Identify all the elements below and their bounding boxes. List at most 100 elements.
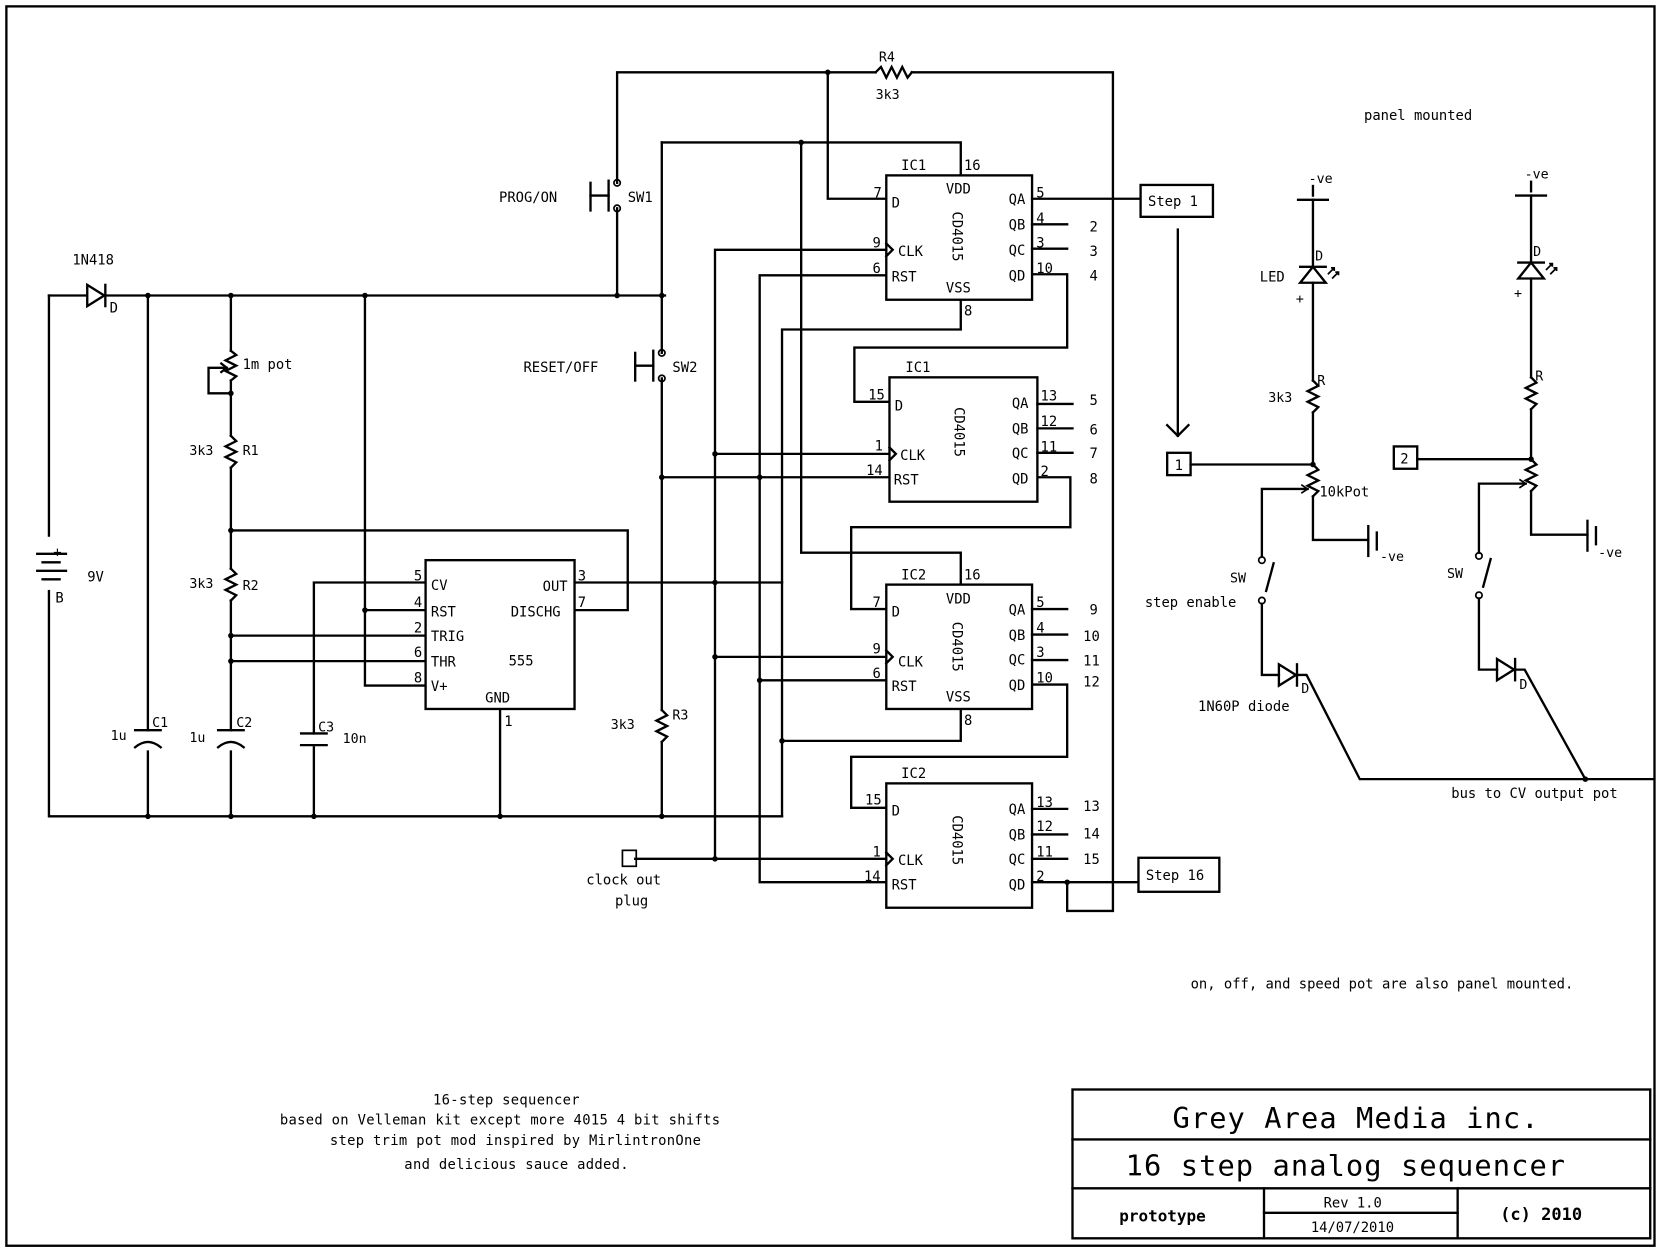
resistor-r3-icon xyxy=(653,708,670,744)
pin-number: 6 xyxy=(414,645,422,661)
resistor-r4-icon xyxy=(873,64,914,81)
pin-name: VSS xyxy=(946,280,971,296)
step-16-box xyxy=(1137,856,1221,893)
pin-number: 12 xyxy=(1041,414,1058,430)
led-ref: D xyxy=(1533,245,1541,260)
pin-name: QD xyxy=(1009,678,1026,694)
pin-number: 8 xyxy=(414,670,422,686)
pin-name: QB xyxy=(1009,628,1026,644)
step-number: 14 xyxy=(1083,827,1100,843)
led-icon xyxy=(1297,264,1340,284)
diode-icon xyxy=(1495,656,1517,683)
clock-out-label-2: plug xyxy=(615,894,648,910)
r1-ref: R1 xyxy=(243,444,259,459)
copyright-label: (c) 2010 xyxy=(1500,1205,1582,1225)
pin-number: 8 xyxy=(964,304,972,320)
pin-number: 13 xyxy=(1041,389,1058,405)
step-number: 6 xyxy=(1090,423,1098,439)
c3-ref: C3 xyxy=(318,720,334,735)
ic-ref: IC2 xyxy=(901,766,926,782)
switch-ref: SW xyxy=(1447,567,1463,582)
pin-name: VDD xyxy=(946,592,971,608)
pin-number: 5 xyxy=(1036,595,1044,611)
led-icon xyxy=(1515,260,1558,280)
timer-part: 555 xyxy=(509,653,534,669)
pin-number: 9 xyxy=(872,642,880,658)
diode-name: 1N418 xyxy=(72,253,114,269)
ic-ref: IC1 xyxy=(905,360,930,376)
pin-name: QC xyxy=(1012,446,1029,462)
sw2-ref: SW2 xyxy=(672,360,697,376)
step-1-box xyxy=(1139,183,1215,219)
pin-number: 1 xyxy=(872,845,880,861)
r3-value: 3k3 xyxy=(611,718,635,733)
pin-name: QA xyxy=(1009,192,1026,208)
revision-label: Rev 1.0 xyxy=(1324,1195,1382,1211)
pin-name: THR xyxy=(431,654,457,670)
c1-ref: C1 xyxy=(152,716,168,731)
capacitor-c1-icon xyxy=(133,729,163,749)
resistor-icon xyxy=(1305,378,1321,415)
description-line: and delicious sauce added. xyxy=(404,1157,629,1173)
clock-out-label: clock out xyxy=(586,872,661,888)
pin-number: 6 xyxy=(872,666,880,682)
shift-register-4: IC2 CD4015 15 D 1 CLK 14 RST QA 13 13 QB… xyxy=(864,766,1138,909)
pot-label: 1m pot xyxy=(243,357,293,373)
potentiometer-icon xyxy=(1260,462,1321,558)
neg-label: -ve xyxy=(1309,172,1333,187)
pin-name: TRIG xyxy=(431,629,464,645)
step-number: 4 xyxy=(1090,269,1098,285)
gnd-label: -ve xyxy=(1380,550,1404,565)
pin-number: 14 xyxy=(866,463,883,479)
bus-label: bus to CV output pot xyxy=(1451,786,1617,802)
ic-part: CD4015 xyxy=(948,212,964,262)
led-plus: + xyxy=(1296,292,1304,307)
pin-number: 11 xyxy=(1036,845,1053,861)
resistor-r1-icon xyxy=(222,434,239,470)
ic-part: CD4015 xyxy=(948,622,964,672)
diode-type-label: 1N60P diode xyxy=(1198,699,1290,715)
panel-note: on, off, and speed pot are also panel mo… xyxy=(1191,977,1574,993)
pin-name: VDD xyxy=(946,181,971,197)
pin-number: 3 xyxy=(578,568,586,584)
pin-name: D xyxy=(892,195,900,211)
power-section: 1N418 D + 9V B C1 1u 1m pot xyxy=(36,253,784,820)
drawing-border xyxy=(5,5,1656,1247)
shift-register-2: IC1 CD4015 15 D 1 CLK 14 RST QA 13 5 QB … xyxy=(866,360,1098,503)
step-number: 10 xyxy=(1083,629,1100,645)
pin-number: 14 xyxy=(864,869,881,885)
step-16-label: Step 16 xyxy=(1146,868,1204,884)
description-line: based on Velleman kit except more 4015 4… xyxy=(280,1113,721,1129)
pin-number: 4 xyxy=(414,595,422,611)
diode-icon xyxy=(86,282,107,309)
pin-name: QA xyxy=(1012,396,1029,412)
step-number: 2 xyxy=(1090,220,1098,236)
step-number: 11 xyxy=(1083,653,1100,669)
pin-number: 3 xyxy=(1036,645,1044,661)
project-title: 16 step analog sequencer xyxy=(1126,1149,1566,1183)
pin-number: 9 xyxy=(872,236,880,252)
step-number: 7 xyxy=(1090,446,1098,462)
capacitor-c3-icon xyxy=(299,732,328,747)
pin-name: QD xyxy=(1009,878,1026,894)
pin-name: QB xyxy=(1012,422,1029,438)
pin-number: 13 xyxy=(1036,795,1053,811)
pin-number: 5 xyxy=(414,568,422,584)
pin-name: V+ xyxy=(431,679,448,695)
push-button-sw1-icon xyxy=(589,178,622,213)
pin-name: CLK xyxy=(900,448,926,464)
step-index-box xyxy=(1392,445,1419,470)
led-plus: + xyxy=(1514,287,1522,302)
ic-part: CD4015 xyxy=(950,407,966,457)
pin-name: DISCHG xyxy=(511,605,561,621)
step-1-label: Step 1 xyxy=(1148,194,1198,210)
resistor-value: 3k3 xyxy=(1268,391,1292,406)
shift-register-1: IC1 16 VDD VSS 8 CD4015 7 D 9 CLK 6 RST … xyxy=(872,158,1140,320)
toggle-switch-icon xyxy=(1474,551,1493,600)
pin-number: 12 xyxy=(1036,819,1053,835)
shift-register-3: IC2 16 VDD VSS 8 CD4015 7 D 9 CLK 6 RST … xyxy=(872,567,1099,729)
potentiometer-icon xyxy=(207,349,239,395)
push-button-sw2-icon xyxy=(634,348,666,383)
pin-number: 15 xyxy=(868,388,885,404)
pin-name: CLK xyxy=(898,654,924,670)
